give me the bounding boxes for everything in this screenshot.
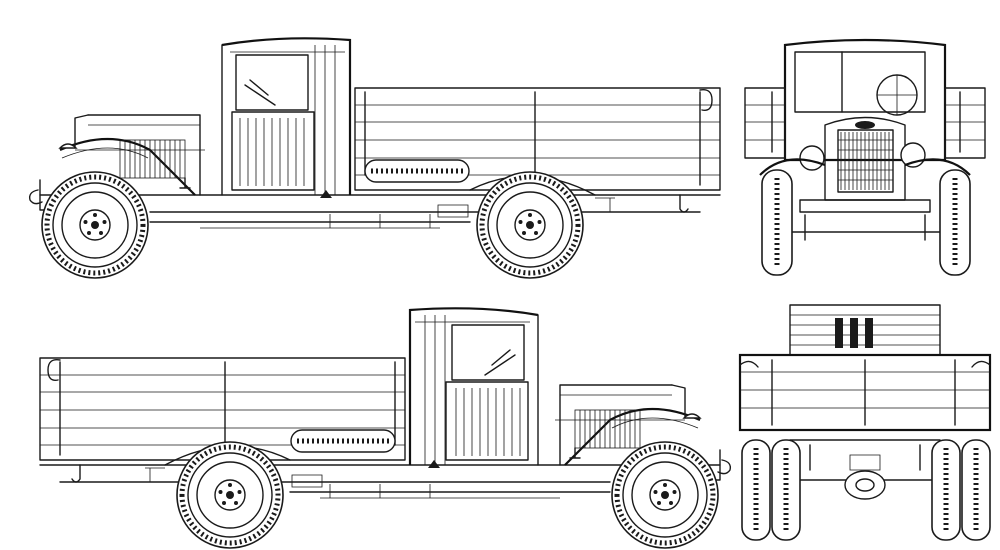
side-view-right bbox=[40, 308, 730, 548]
side-view-left bbox=[30, 38, 720, 278]
rear-view bbox=[738, 304, 992, 541]
front-view bbox=[744, 38, 986, 276]
